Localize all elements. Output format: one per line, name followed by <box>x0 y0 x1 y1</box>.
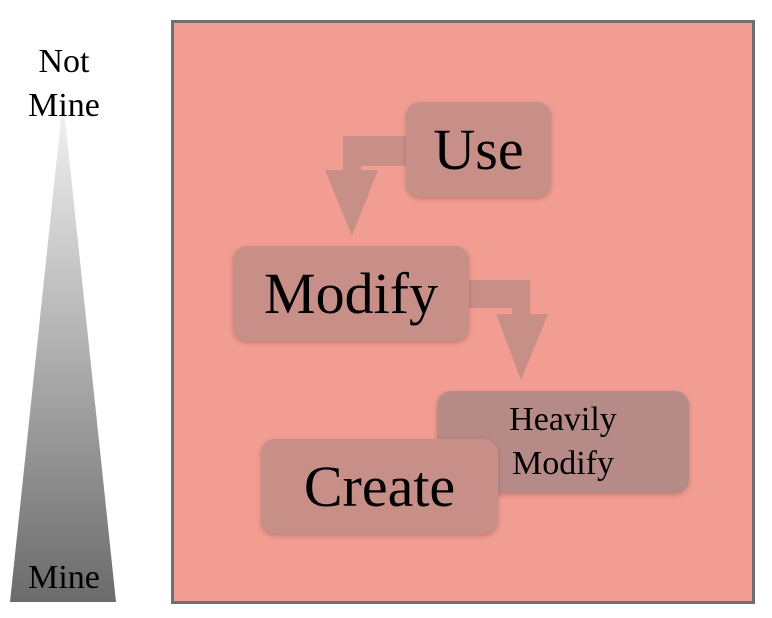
scale-bottom-label: Mine <box>28 559 100 596</box>
step-heavily-modify-line2: Modify <box>511 445 614 482</box>
gradient-triangle <box>10 100 116 602</box>
step-modify-label: Modify <box>264 261 438 326</box>
step-create: Create <box>261 439 498 534</box>
scale-top-line1: Not <box>38 43 90 80</box>
step-heavily-modify-line1: Heavily <box>509 401 617 438</box>
step-use: Use <box>406 102 551 197</box>
arrow-use-to-modify <box>325 136 409 236</box>
scale-top-line2: Mine <box>28 87 100 124</box>
arrow-modify-to-heavily-modify <box>466 280 548 380</box>
step-create-label: Create <box>303 454 456 519</box>
step-use-label: Use <box>433 117 524 182</box>
scale-top-label: Not Mine <box>14 40 114 128</box>
step-modify: Modify <box>233 246 469 341</box>
ownership-gradient-wedge <box>10 100 116 602</box>
